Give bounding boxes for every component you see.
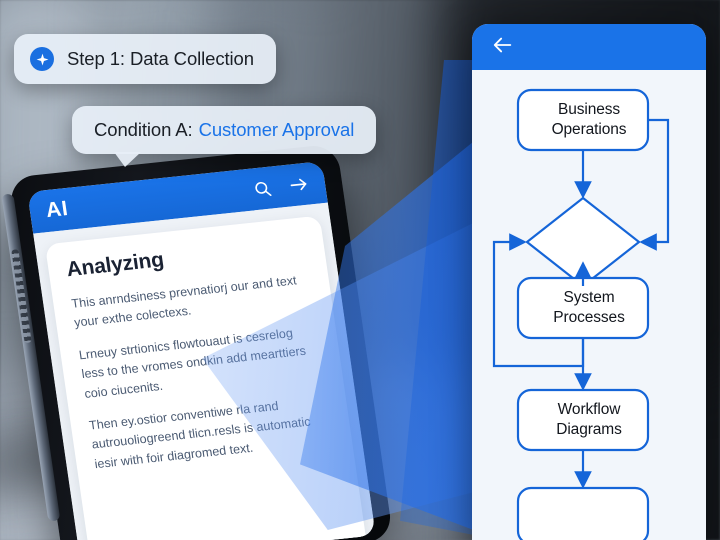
arrow-right-icon[interactable] bbox=[288, 174, 311, 196]
sparkle-icon bbox=[30, 47, 54, 71]
flow-label-workflow-diagrams: Workflow Diagrams bbox=[472, 400, 706, 439]
annotation-condition-card[interactable]: Condition A: Customer Approval bbox=[72, 106, 377, 167]
search-icon[interactable] bbox=[252, 178, 274, 199]
analysis-card: Analyzing This anrndsiness prevnatiorj o… bbox=[44, 215, 376, 540]
analysis-paragraph-1: This anrndsiness prevnatiorj our and tex… bbox=[70, 273, 298, 331]
app-header-actions bbox=[252, 174, 311, 200]
flow-label-line-2: Operations bbox=[551, 120, 627, 138]
flow-label-business-operations: Business Operations bbox=[472, 100, 706, 139]
flow-label-line-1: Workflow bbox=[557, 401, 621, 418]
flowchart-canvas: Business Operations System Processes Wor… bbox=[472, 70, 706, 540]
flow-label-line-1: Business bbox=[557, 101, 621, 118]
annotation-condition-label: Condition A: bbox=[94, 119, 193, 140]
app-logo: AI bbox=[44, 196, 70, 223]
flow-label-line-2: Processes bbox=[553, 308, 625, 326]
app-content-area: Analyzing This anrndsiness prevnatiorj o… bbox=[33, 202, 376, 540]
annotation-step-card[interactable]: Step 1: Data Collection bbox=[14, 34, 276, 84]
analysis-paragraph-2: Lrneuy strtionics flowtouaut is cesrelog… bbox=[77, 325, 307, 401]
flowchart-graphics bbox=[492, 88, 670, 540]
flow-edge-loop-right bbox=[639, 118, 670, 251]
annotation-step-label: Step 1: Data Collection bbox=[67, 48, 254, 69]
annotation-tail bbox=[114, 152, 141, 167]
annotation-condition-value: Customer Approval bbox=[198, 119, 355, 140]
flow-label-line-2: Diagrams bbox=[556, 420, 622, 438]
flowchart-panel: Business Operations System Processes Wor… bbox=[472, 24, 706, 540]
panel-header-bar bbox=[472, 24, 706, 70]
arrow-left-icon[interactable] bbox=[492, 34, 514, 61]
analysis-paragraph-3: Then ey.ostior conventiwe rla rand autro… bbox=[88, 398, 312, 471]
flow-label-system-processes: System Processes bbox=[472, 288, 706, 327]
tablet-screen: AI Analyzing This anrndsiness prevnatior… bbox=[27, 161, 376, 540]
flow-label-line-1: System bbox=[563, 289, 615, 306]
tablet-device: AI Analyzing This anrndsiness prevnatior… bbox=[1, 143, 394, 540]
flow-node-empty bbox=[516, 486, 650, 540]
